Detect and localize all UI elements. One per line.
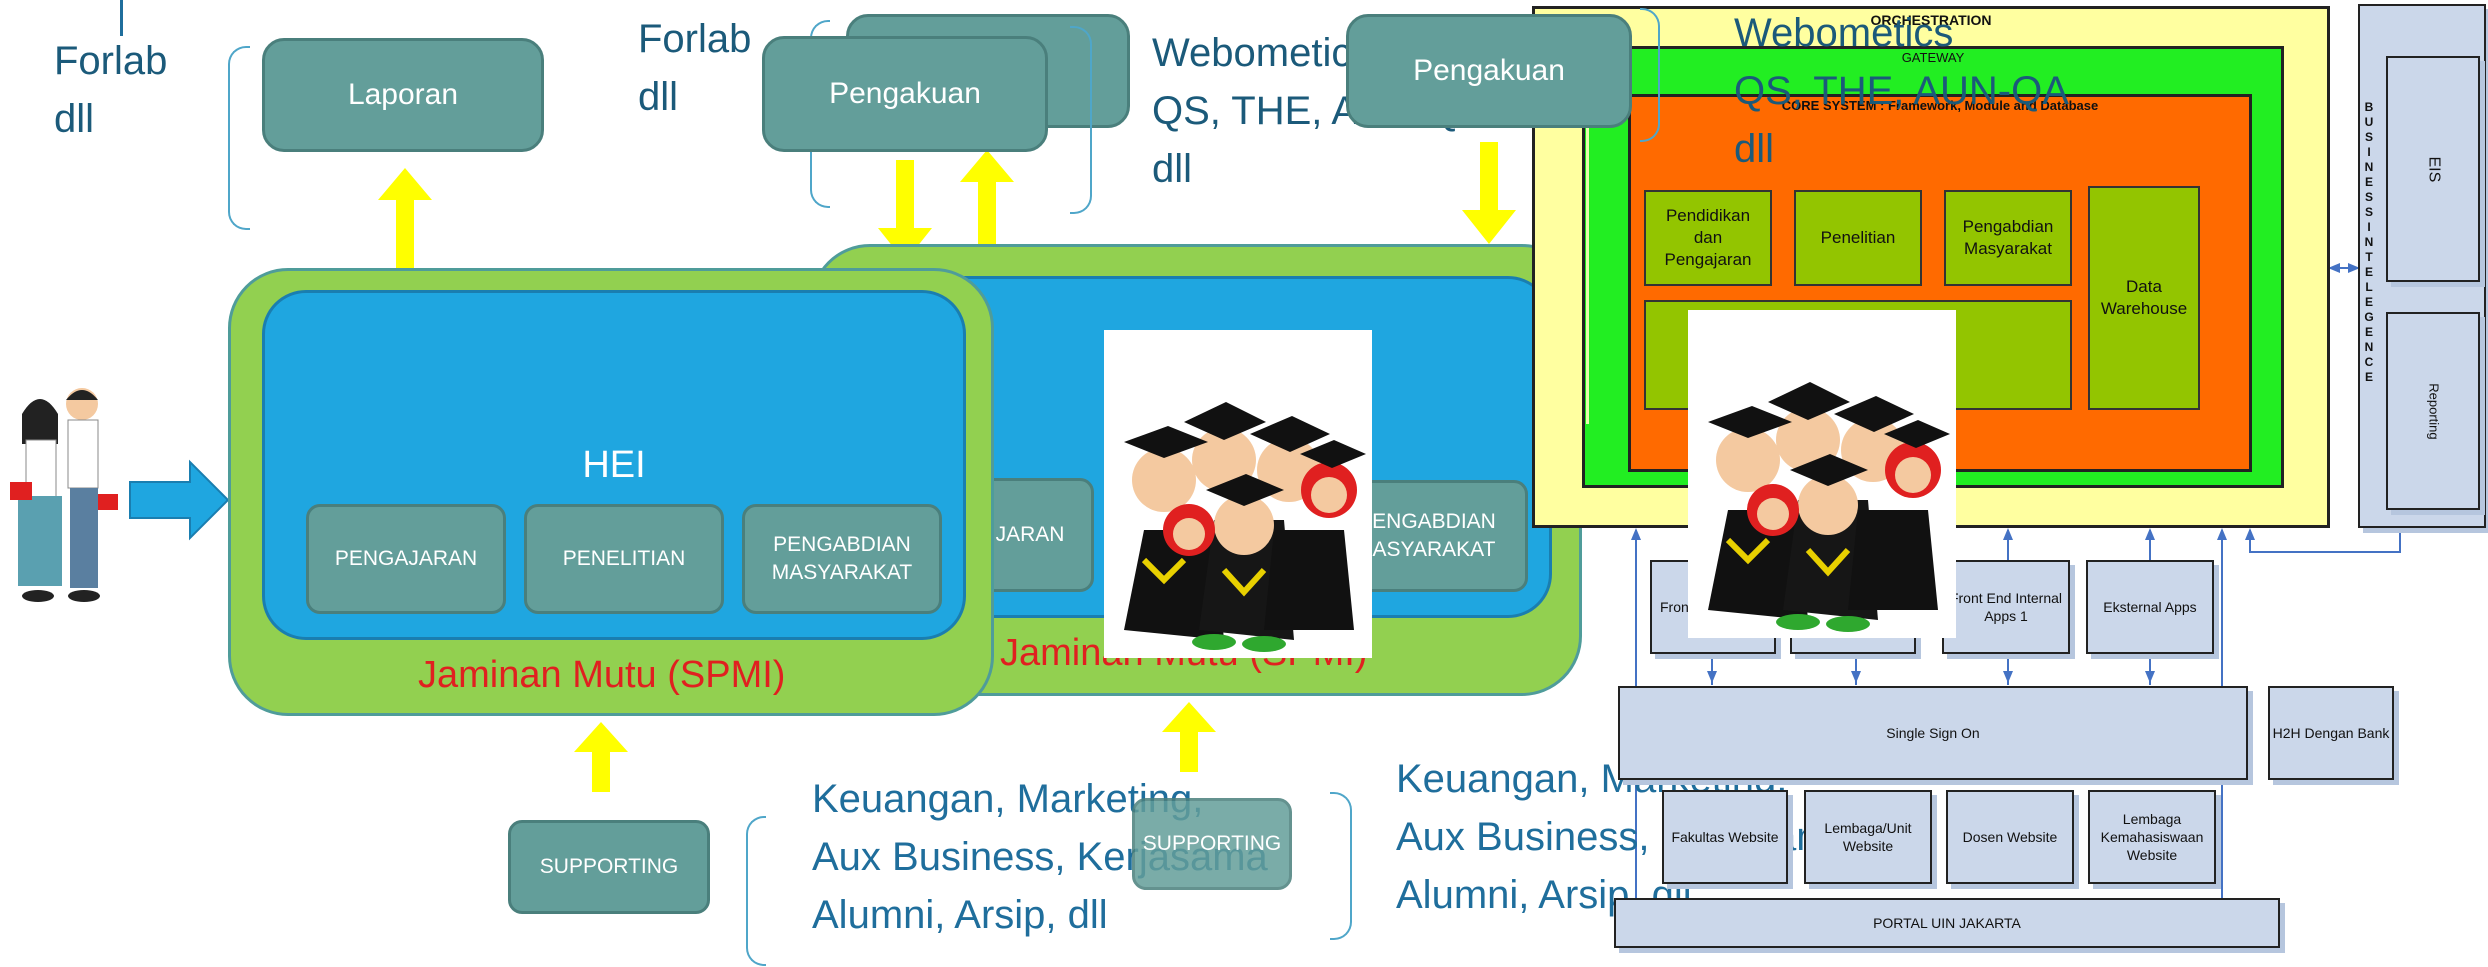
core-accent-line — [1586, 124, 1589, 424]
yellow-arrow-down-pengakuan-2 — [1462, 142, 1516, 244]
webometrics-label-2: Webometics QS, THE, AUN-QA dll — [1734, 11, 2069, 171]
yellow-arrows — [378, 142, 1516, 792]
reporting-label: Reporting — [2426, 382, 2442, 440]
dosen-website-box: Dosen Website — [1946, 790, 2074, 884]
supporting-box-1: SUPPORTING — [508, 820, 710, 914]
business-intelligence-label: B U S I N E S S I N T E L E G E N C E — [2364, 100, 2374, 384]
laporan-box: Laporan — [262, 38, 544, 152]
yellow-arrow-up-laporan — [378, 168, 432, 268]
data-warehouse-box: Data Warehouse — [2088, 186, 2200, 410]
brace-webometrics-2 — [1640, 8, 1660, 142]
eis-label: EIS — [2425, 156, 2443, 182]
reporting-box: Reporting — [2386, 312, 2480, 510]
brace-supporting-2 — [1330, 792, 1352, 940]
top-left-accent-line — [120, 0, 123, 36]
penelitian-box-1: PENELITIAN — [524, 504, 724, 614]
graduates-figures-2 — [1708, 382, 1950, 632]
lembaga-unit-website-box: Lembaga/Unit Website — [1804, 790, 1932, 884]
single-sign-on-box: Single Sign On — [1618, 686, 2248, 780]
pengajaran-box-1: PENGAJARAN — [306, 504, 506, 614]
forlab-label-2: Forlab dll — [638, 17, 752, 119]
pengakuan-box-1: Pengakuan — [762, 36, 1048, 152]
portal-box: PORTAL UIN JAKARTA — [1614, 898, 2280, 948]
orchestration-label: ORCHESTRATION — [1870, 12, 1992, 28]
yellow-arrow-down-pengakuan-1 — [878, 160, 932, 262]
brace-laporan — [228, 46, 250, 230]
eksternal-apps-box: Eksternal Apps — [2086, 560, 2214, 654]
pengabdian-box-1: PENGABDIAN MASYARAKAT — [742, 504, 942, 614]
gateway-label: GATEWAY — [1901, 50, 1965, 65]
students-figures — [10, 388, 118, 602]
fakultas-website-box: Fakultas Website — [1662, 790, 1788, 884]
forlab-label-1: Forlab dll — [54, 39, 168, 141]
graduates-illustration-1 — [1104, 330, 1372, 658]
yellow-arrow-up-supporting-1 — [574, 722, 628, 792]
penelitian-arch-box: Penelitian — [1794, 190, 1922, 286]
graduates-illustration-2 — [1688, 310, 1956, 638]
h2h-bank-box: H2H Dengan Bank — [2268, 686, 2394, 780]
core-system-label: CORE SYSTEM : Framework, Module and Data… — [1781, 98, 2099, 113]
brace-supporting-1-left — [746, 816, 766, 966]
pengabdian-arch-box: Pengabdian Masyarakat — [1944, 190, 2072, 286]
brace-webometrics-1 — [1070, 26, 1092, 214]
front-end-internal-box: Front End Internal Apps 1 — [1942, 560, 2070, 654]
lembaga-kemahasiswaan-box: Lembaga Kemahasiswaan Website — [2088, 790, 2216, 884]
pendidikan-box: Pendidikan dan Pengajaran — [1644, 190, 1772, 286]
pengakuan-box-2: Pengakuan — [1346, 14, 1632, 128]
yellow-arrow-up-supporting-2 — [1162, 702, 1216, 772]
supporting-text-1: Keuangan, Marketing, Aux Business, Kerja… — [812, 777, 1268, 937]
hei-title: HEI — [582, 444, 646, 486]
students-illustration — [8, 384, 118, 606]
eis-box: EIS — [2386, 56, 2480, 282]
supporting-box-2: SUPPORTING — [1132, 798, 1292, 890]
graduates-figures-1 — [1124, 402, 1366, 652]
yellow-arrow-up-pengakuan-1 — [960, 150, 1014, 248]
blue-arrow-students — [129, 459, 230, 541]
jaminan-mutu-label-1: Jaminan Mutu (SPMI) — [418, 654, 786, 696]
